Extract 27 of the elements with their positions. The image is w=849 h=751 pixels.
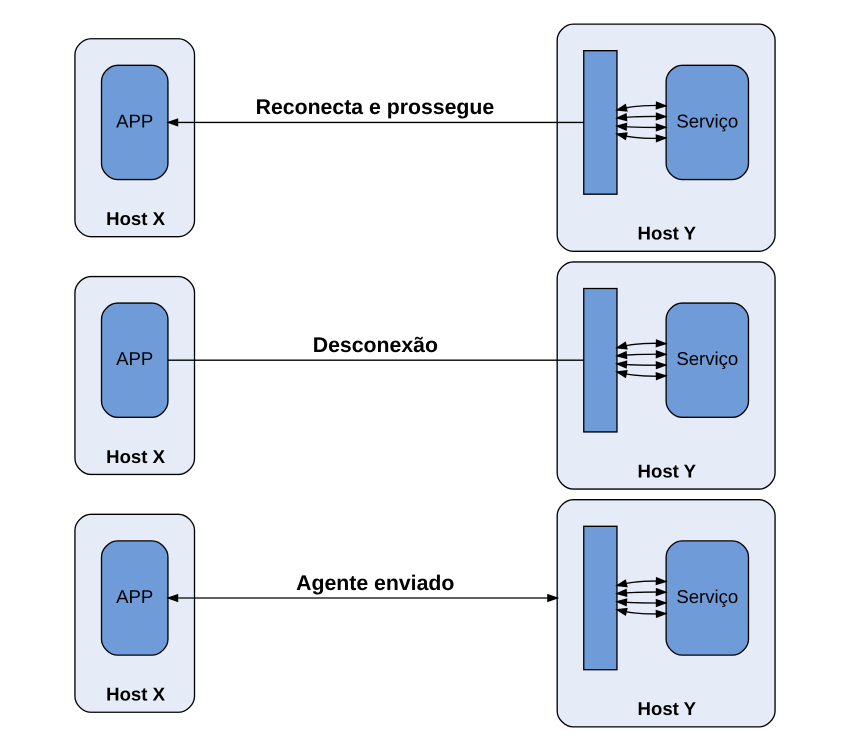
node-box: Serviço <box>664 302 749 418</box>
connector <box>168 360 584 361</box>
node-box <box>582 526 618 670</box>
arrow <box>614 360 668 370</box>
node-box <box>582 288 618 433</box>
arrow <box>614 350 668 360</box>
arrow <box>614 370 668 380</box>
arrow <box>614 112 668 122</box>
node-box: APP <box>100 302 168 418</box>
arrow <box>166 118 584 127</box>
node-box: Serviço <box>664 540 749 656</box>
arrow <box>614 132 668 143</box>
arrow <box>166 594 559 602</box>
node-box: Serviço <box>664 64 749 180</box>
arrow <box>614 608 668 618</box>
node-box: APP <box>100 540 168 656</box>
arrow <box>614 122 668 132</box>
edge-label: Reconecta e prossegue <box>255 95 494 120</box>
arrow <box>614 339 668 350</box>
arrow <box>614 588 668 597</box>
arrow <box>614 101 668 112</box>
edge-label: Agente enviado <box>296 570 454 595</box>
arrow <box>614 576 668 588</box>
arrow <box>614 598 668 608</box>
node-box: APP <box>100 64 168 180</box>
node-box <box>582 50 618 195</box>
edge-label: Desconexão <box>312 332 438 357</box>
